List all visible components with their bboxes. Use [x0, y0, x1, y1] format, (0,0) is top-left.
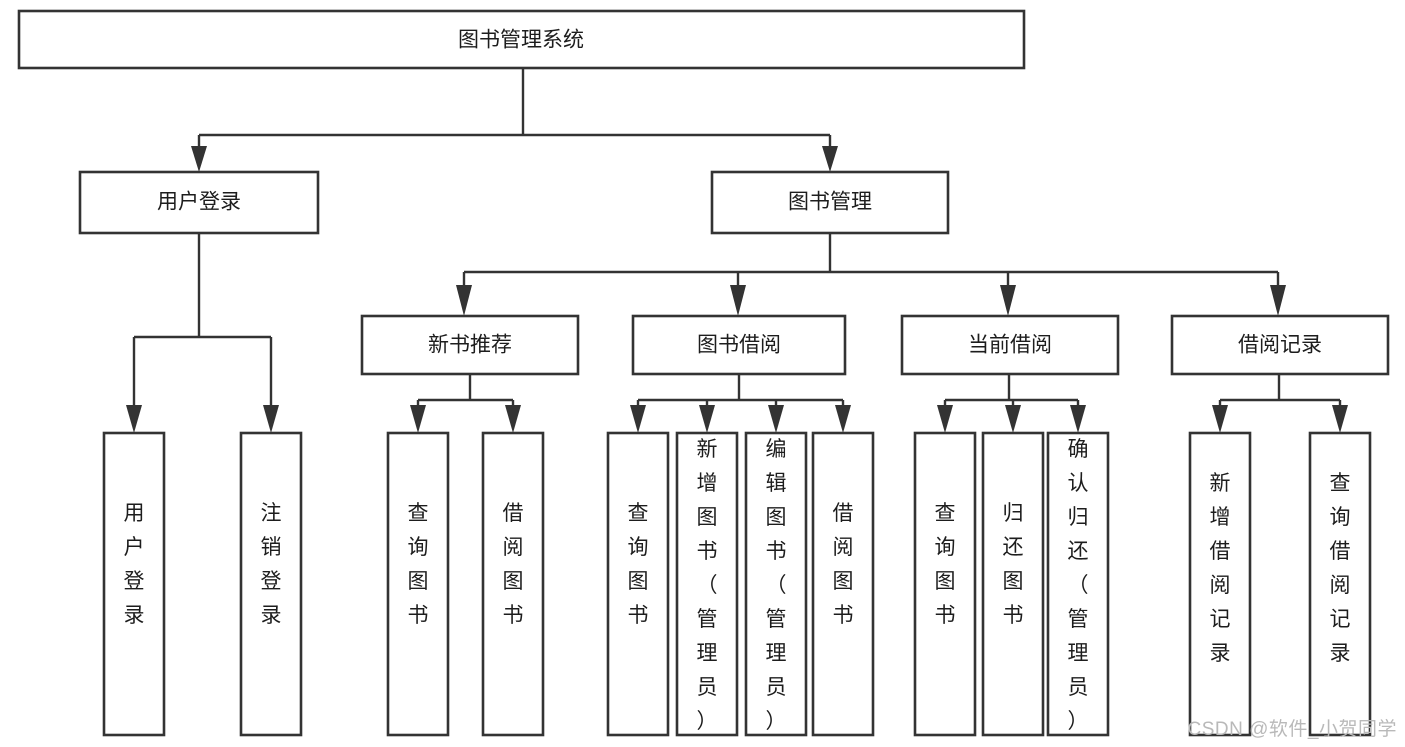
arrow-root-to-userlogin [191, 146, 207, 172]
node-leaf-user-logout-label: 注销登录 [261, 502, 282, 627]
arrow-leaf-nbr-query [410, 405, 426, 433]
node-leaf-cb-query[interactable]: 查询图书 [913, 431, 977, 737]
node-user-login-group-box[interactable] [78, 170, 320, 235]
node-book-borrow[interactable]: 图书借阅 [631, 314, 847, 376]
node-book-borrow-box[interactable] [631, 314, 847, 376]
node-leaf-bb-borrow-label: 借阅图书 [833, 502, 854, 627]
node-leaf-nbr-borrow-label: 借阅图书 [503, 502, 524, 627]
arrow-leaf-nbr-borrow [505, 405, 521, 433]
node-leaf-nbr-query-label: 查询图书 [408, 502, 429, 627]
node-leaf-br-add[interactable]: 新增借阅记录 [1188, 431, 1252, 737]
node-current-borrow-box[interactable] [900, 314, 1120, 376]
node-leaf-br-query-label: 查询借阅记录 [1330, 472, 1351, 665]
node-leaf-cb-confirm-label: 确认归还（管理员） [1068, 438, 1089, 733]
arrow-to-newbookrec [456, 285, 472, 316]
node-leaf-user-login[interactable]: 用户登录 [102, 431, 166, 737]
arrow-leaf-user-logout [263, 405, 279, 433]
node-root-label: 图书管理系统 [458, 29, 584, 52]
node-new-book-rec-label: 新书推荐 [428, 334, 512, 357]
arrow-to-currentborrow [1000, 285, 1016, 316]
node-root-box[interactable] [17, 9, 1026, 70]
csdn-watermark: CSDN @软件_小贺同学 [1187, 719, 1397, 740]
node-new-book-rec[interactable]: 新书推荐 [360, 314, 580, 376]
node-leaf-bb-edit-box[interactable] [744, 431, 808, 737]
node-user-login-group[interactable]: 用户登录 [78, 170, 320, 235]
node-book-manage-group-label: 图书管理 [788, 191, 872, 214]
node-leaf-user-login-box[interactable] [102, 431, 166, 737]
arrow-leaf-cb-return [1005, 405, 1021, 433]
node-leaf-nbr-borrow-box[interactable] [481, 431, 545, 737]
node-leaf-user-login-label: 用户登录 [124, 502, 145, 627]
node-book-borrow-label: 图书借阅 [697, 334, 781, 357]
node-book-manage-group-box[interactable] [710, 170, 950, 235]
node-leaf-bb-add[interactable]: 新增图书（管理员） [675, 431, 739, 737]
node-leaf-br-query[interactable]: 查询借阅记录 [1308, 431, 1372, 737]
node-borrow-record-label: 借阅记录 [1238, 334, 1322, 357]
node-leaf-cb-return-label: 归还图书 [1003, 502, 1024, 627]
arrow-to-bookborrow [730, 285, 746, 316]
node-user-login-group-label: 用户登录 [157, 191, 241, 214]
node-leaf-bb-borrow-box[interactable] [811, 431, 875, 737]
node-leaf-bb-query[interactable]: 查询图书 [606, 431, 670, 737]
node-current-borrow[interactable]: 当前借阅 [900, 314, 1120, 376]
node-leaf-cb-confirm-box[interactable] [1046, 431, 1110, 737]
node-leaf-bb-query-label: 查询图书 [628, 502, 649, 627]
node-leaf-cb-return-box[interactable] [981, 431, 1045, 737]
arrow-leaf-bb-borrow [835, 405, 851, 433]
node-leaf-cb-return[interactable]: 归还图书 [981, 431, 1045, 737]
node-leaf-br-add-box[interactable] [1188, 431, 1252, 737]
node-leaf-nbr-borrow[interactable]: 借阅图书 [481, 431, 545, 737]
node-borrow-record[interactable]: 借阅记录 [1170, 314, 1390, 376]
node-leaf-bb-add-box[interactable] [675, 431, 739, 737]
node-root[interactable]: 图书管理系统 [17, 9, 1026, 70]
node-leaf-cb-query-label: 查询图书 [935, 502, 956, 627]
node-borrow-record-box[interactable] [1170, 314, 1390, 376]
node-leaf-bb-edit-label: 编辑图书（管理员） [766, 438, 787, 733]
node-book-manage-group[interactable]: 图书管理 [710, 170, 950, 235]
node-new-book-rec-box[interactable] [360, 314, 580, 376]
node-leaf-nbr-query[interactable]: 查询图书 [386, 431, 450, 737]
node-leaf-br-add-label: 新增借阅记录 [1210, 472, 1231, 665]
arrow-leaf-bb-edit [768, 405, 784, 433]
arrow-leaf-cb-confirm [1070, 405, 1086, 433]
node-leaf-bb-add-label: 新增图书（管理员） [697, 438, 718, 733]
node-current-borrow-label: 当前借阅 [968, 334, 1052, 357]
connector-layer [126, 68, 1348, 433]
arrow-to-borrowrecord [1270, 285, 1286, 316]
node-leaf-bb-borrow[interactable]: 借阅图书 [811, 431, 875, 737]
node-leaf-cb-confirm[interactable]: 确认归还（管理员） [1046, 431, 1110, 737]
arrow-leaf-bb-add [699, 405, 715, 433]
node-leaf-user-logout-box[interactable] [239, 431, 303, 737]
arrow-leaf-user-login [126, 405, 142, 433]
arrow-leaf-cb-query [937, 405, 953, 433]
node-leaf-bb-edit[interactable]: 编辑图书（管理员） [744, 431, 808, 737]
node-leaf-user-logout[interactable]: 注销登录 [239, 431, 303, 737]
arrow-root-to-bookmanage [822, 146, 838, 172]
arrow-leaf-br-add [1212, 405, 1228, 433]
node-leaf-bb-query-box[interactable] [606, 431, 670, 737]
arrow-leaf-bb-query [630, 405, 646, 433]
node-leaf-nbr-query-box[interactable] [386, 431, 450, 737]
node-leaf-br-query-box[interactable] [1308, 431, 1372, 737]
node-leaf-cb-query-box[interactable] [913, 431, 977, 737]
arrow-leaf-br-query [1332, 405, 1348, 433]
